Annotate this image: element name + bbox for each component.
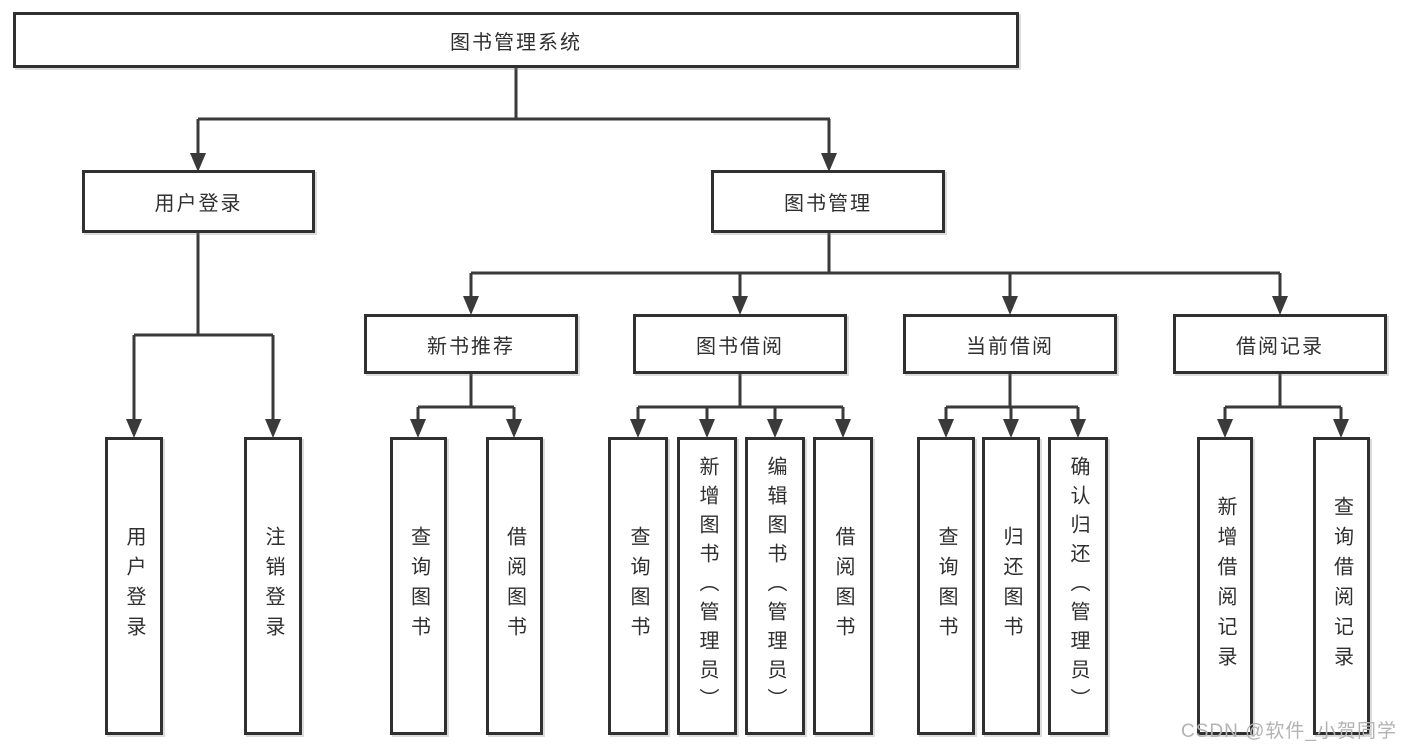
arrowhead — [463, 296, 479, 315]
arrowhead — [1333, 419, 1349, 438]
leaf-add-borrow-record-label: 新增借阅记录 — [1214, 496, 1236, 676]
arrowhead — [732, 296, 748, 315]
leaf-add-book-admin-label: 新增图书（管理员） — [696, 455, 718, 717]
node-new-book-recommend: 新书推荐 — [364, 314, 578, 374]
leaf-return-book-label: 归还图书 — [1000, 526, 1022, 646]
leaf-confirm-return-admin-label: 确认归还（管理员） — [1067, 455, 1089, 717]
arrowhead — [630, 419, 646, 438]
arrowhead — [1217, 419, 1233, 438]
leaf-borrow-book-newbook: 借阅图书 — [486, 437, 543, 735]
node-root: 图书管理系统 — [13, 12, 1019, 68]
arrowhead — [1272, 296, 1288, 315]
leaf-query-book-current: 查询图书 — [917, 437, 975, 735]
leaf-query-book-current-label: 查询图书 — [935, 526, 957, 646]
leaf-query-book-newbook: 查询图书 — [390, 437, 447, 735]
node-book-management: 图书管理 — [711, 170, 945, 233]
node-current-borrow-label: 当前借阅 — [966, 335, 1054, 358]
node-book-management-label: 图书管理 — [784, 193, 872, 215]
node-borrow-records-label: 借阅记录 — [1236, 335, 1324, 358]
edges-new-book-recommend — [410, 374, 522, 438]
leaf-add-borrow-record: 新增借阅记录 — [1197, 437, 1253, 735]
arrowhead — [506, 419, 522, 438]
leaf-logout-login: 注销登录 — [244, 437, 302, 735]
leaf-query-book-borrow: 查询图书 — [608, 437, 668, 735]
leaf-add-book-admin: 新增图书（管理员） — [677, 437, 737, 735]
node-new-book-recommend-label: 新书推荐 — [427, 335, 515, 358]
leaf-query-borrow-record-label: 查询借阅记录 — [1330, 496, 1353, 676]
edges-book-borrow — [630, 374, 851, 438]
node-book-borrow: 图书借阅 — [633, 314, 847, 374]
edges-borrow-records — [1217, 374, 1349, 438]
leaf-edit-book-admin-label: 编辑图书（管理员） — [764, 455, 786, 717]
arrowhead — [699, 419, 715, 438]
node-root-label: 图书管理系统 — [450, 31, 582, 54]
leaf-user-login-label: 用户登录 — [123, 526, 145, 646]
arrowhead — [767, 419, 783, 438]
arrowhead — [1003, 419, 1019, 438]
arrowhead — [835, 419, 851, 438]
leaf-borrow-book-borrow-label: 借阅图书 — [832, 526, 854, 646]
leaf-query-book-borrow-label: 查询图书 — [627, 526, 649, 646]
arrowhead — [126, 419, 142, 438]
watermark: CSDN @软件_小贺同学 — [1181, 721, 1397, 742]
leaf-edit-book-admin: 编辑图书（管理员） — [745, 437, 805, 735]
leaf-borrow-book-borrow: 借阅图书 — [813, 437, 873, 735]
leaf-query-borrow-record: 查询借阅记录 — [1313, 437, 1370, 735]
node-current-borrow: 当前借阅 — [903, 314, 1117, 374]
arrowhead — [1070, 419, 1086, 438]
arrowhead — [410, 419, 426, 438]
edges-book-management — [463, 232, 1288, 315]
leaf-user-login: 用户登录 — [105, 437, 163, 735]
edges-user-login — [126, 233, 281, 438]
edges-current-borrow — [938, 374, 1086, 438]
leaf-logout-login-label: 注销登录 — [262, 526, 284, 646]
leaf-query-book-newbook-label: 查询图书 — [407, 526, 430, 646]
edges-root — [190, 68, 837, 172]
arrowhead — [1002, 296, 1018, 315]
leaf-confirm-return-admin: 确认归还（管理员） — [1048, 437, 1108, 735]
node-borrow-records: 借阅记录 — [1173, 314, 1387, 374]
arrowhead — [938, 419, 954, 438]
arrowhead — [265, 419, 281, 438]
node-user-login: 用户登录 — [82, 170, 315, 233]
leaf-return-book: 归还图书 — [982, 437, 1040, 735]
leaf-borrow-book-newbook-label: 借阅图书 — [503, 526, 526, 646]
node-user-login-label: 用户登录 — [154, 193, 243, 215]
node-book-borrow-label: 图书借阅 — [696, 335, 784, 358]
